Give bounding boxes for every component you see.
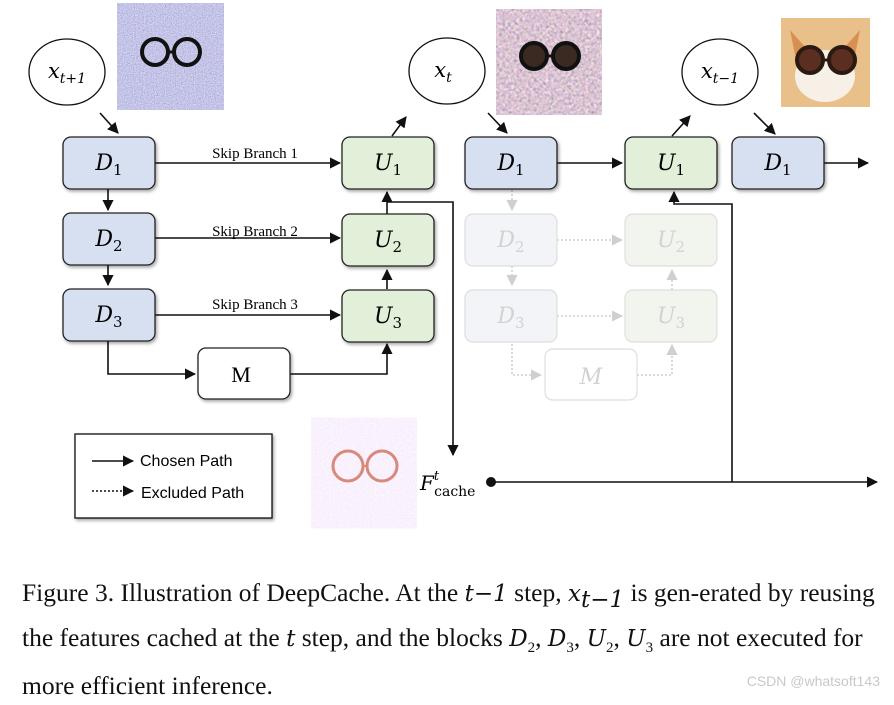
x-label: x <box>701 59 713 83</box>
block-d1-step-t: D1 <box>62 136 156 190</box>
svg-text:D1: D1 <box>763 151 791 179</box>
skip-branch-1-label: Skip Branch 1 <box>212 146 298 162</box>
deepcache-diagram: xt+1 xt xt−1 <box>28 12 879 519</box>
block-d1-step-t-minus-1: D1 <box>464 136 558 190</box>
faded-block-d3: D3 <box>464 289 558 343</box>
block-d3-step-t: D3 <box>62 288 156 342</box>
svg-text:xt+1: xt+1 <box>48 59 86 87</box>
svg-text:U1: U1 <box>657 151 685 179</box>
svg-text:D3: D3 <box>496 304 524 332</box>
noisy-cat-image-t-plus-1 <box>126 12 215 101</box>
block-d1-next-step: D1 <box>731 136 825 190</box>
svg-text:U1: U1 <box>374 151 402 179</box>
chosen-paths-step-t-minus-1 <box>486 112 879 488</box>
x-t-node: xt <box>408 37 486 105</box>
block-u2-step-t: U2 <box>341 213 435 267</box>
block-u1-step-t: U1 <box>341 136 435 190</box>
x-subscript: t−1 <box>713 71 739 87</box>
svg-text:D3: D3 <box>94 303 122 331</box>
x-t-plus-1-node: xt+1 <box>28 38 106 106</box>
faded-block-u2: U2 <box>624 213 718 267</box>
x-subscript: t <box>446 70 452 86</box>
svg-text:U2: U2 <box>657 228 685 256</box>
svg-text:xt−1: xt−1 <box>701 59 739 87</box>
svg-text:xt: xt <box>434 58 452 86</box>
excluded-paths <box>506 190 678 381</box>
svg-text:D2: D2 <box>94 227 122 255</box>
svg-text:D2: D2 <box>496 228 524 256</box>
svg-text:U3: U3 <box>657 304 685 332</box>
legend-excluded-path: Excluded Path <box>141 485 244 502</box>
legend-chosen-path: Chosen Path <box>140 453 233 470</box>
svg-text:M: M <box>231 362 251 387</box>
chosen-paths-step-t <box>99 112 459 457</box>
x-subscript: t+1 <box>60 71 86 87</box>
legend: Chosen Path Excluded Path <box>74 433 273 519</box>
cat-image-t-minus-1 <box>781 18 870 107</box>
cat-image-t <box>505 18 593 106</box>
svg-text:D1: D1 <box>94 151 122 179</box>
skip-branch-2-label: Skip Branch 2 <box>212 224 298 240</box>
faded-block-d2: D2 <box>464 213 558 267</box>
figure-caption: Figure 3. Illustration of DeepCache. At … <box>22 578 875 701</box>
x-label: x <box>434 58 446 82</box>
skip-branch-3-label: Skip Branch 3 <box>212 297 298 313</box>
cached-feature-image <box>320 427 408 519</box>
watermark: CSDN @whatsoft143 <box>746 673 880 689</box>
block-m-step-t: M <box>197 347 291 400</box>
faded-block-m: M <box>544 348 638 401</box>
svg-text:D1: D1 <box>496 151 524 179</box>
x-t-minus-1-node: xt−1 <box>681 38 759 106</box>
x-label: x <box>48 59 60 83</box>
block-d2-step-t: D2 <box>62 212 156 266</box>
block-u3-step-t: U3 <box>341 289 435 343</box>
svg-text:U3: U3 <box>374 304 402 332</box>
svg-text:U2: U2 <box>374 228 402 256</box>
faded-block-u3: U3 <box>624 289 718 343</box>
svg-text:M: M <box>579 365 603 390</box>
block-u1-step-t-minus-1: U1 <box>624 136 718 190</box>
